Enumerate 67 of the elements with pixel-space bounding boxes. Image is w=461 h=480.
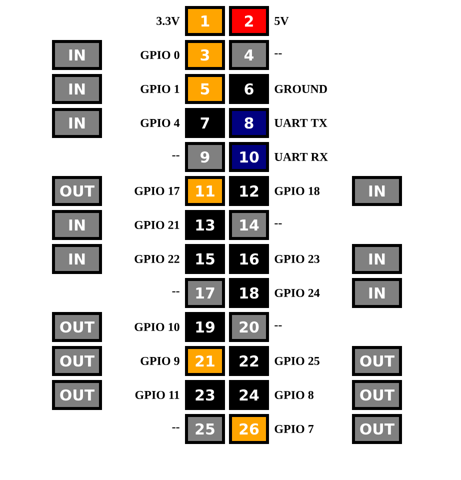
pin-box: 26 (229, 414, 269, 444)
pin-box: 9 (185, 142, 225, 172)
pin-label: GPIO 8 (274, 390, 314, 400)
direction-box: IN (352, 176, 402, 206)
pin-label: -- (172, 291, 180, 292)
pin-label: GPIO 24 (274, 288, 320, 298)
pin-label: -- (274, 325, 282, 326)
pin-label: GPIO 10 (134, 322, 180, 332)
pin-label: GPIO 18 (274, 186, 320, 196)
pin-label: GPIO 7 (274, 424, 314, 434)
pin-label: GPIO 1 (140, 84, 180, 94)
pin-label: UART TX (274, 118, 328, 128)
pin-box: 3 (185, 40, 225, 70)
direction-box: OUT (52, 312, 102, 342)
pin-label: -- (172, 155, 180, 156)
pin-box: 12 (229, 176, 269, 206)
pin-label: -- (172, 427, 180, 428)
direction-box: IN (52, 74, 102, 104)
pin-box: 21 (185, 346, 225, 376)
pin-label: GPIO 17 (134, 186, 180, 196)
pin-label: GPIO 4 (140, 118, 180, 128)
direction-box: IN (352, 244, 402, 274)
direction-box: IN (52, 40, 102, 70)
pin-label: GPIO 25 (274, 356, 320, 366)
pin-box: 16 (229, 244, 269, 274)
direction-box: IN (352, 278, 402, 308)
pin-label: GPIO 23 (274, 254, 320, 264)
pin-box: 5 (185, 74, 225, 104)
pin-label: GPIO 11 (135, 390, 180, 400)
pin-label: -- (274, 53, 282, 54)
direction-box: OUT (52, 176, 102, 206)
pin-box: 18 (229, 278, 269, 308)
pin-box: 1 (185, 6, 225, 36)
pin-label: GPIO 21 (134, 220, 180, 230)
pin-label: 3.3V (156, 16, 180, 26)
pin-box: 14 (229, 210, 269, 240)
pin-box: 25 (185, 414, 225, 444)
direction-box: OUT (52, 346, 102, 376)
pin-box: 10 (229, 142, 269, 172)
pin-label: GROUND (274, 84, 327, 94)
pin-box: 17 (185, 278, 225, 308)
pin-box: 23 (185, 380, 225, 410)
direction-box: IN (52, 108, 102, 138)
pin-label: UART RX (274, 152, 328, 162)
pin-box: 7 (185, 108, 225, 138)
direction-box: OUT (352, 346, 402, 376)
pin-box: 15 (185, 244, 225, 274)
direction-box: IN (52, 244, 102, 274)
pin-label: GPIO 22 (134, 254, 180, 264)
pin-label: GPIO 9 (140, 356, 180, 366)
direction-box: OUT (352, 380, 402, 410)
pin-label: GPIO 0 (140, 50, 180, 60)
pin-label: 5V (274, 16, 289, 26)
pin-box: 22 (229, 346, 269, 376)
pin-box: 24 (229, 380, 269, 410)
pin-box: 13 (185, 210, 225, 240)
pin-box: 8 (229, 108, 269, 138)
direction-box: OUT (52, 380, 102, 410)
pin-box: 19 (185, 312, 225, 342)
pin-box: 4 (229, 40, 269, 70)
direction-box: IN (52, 210, 102, 240)
pin-box: 20 (229, 312, 269, 342)
pin-box: 11 (185, 176, 225, 206)
pin-box: 2 (229, 6, 269, 36)
pin-box: 6 (229, 74, 269, 104)
direction-box: OUT (352, 414, 402, 444)
pin-label: -- (274, 223, 282, 224)
